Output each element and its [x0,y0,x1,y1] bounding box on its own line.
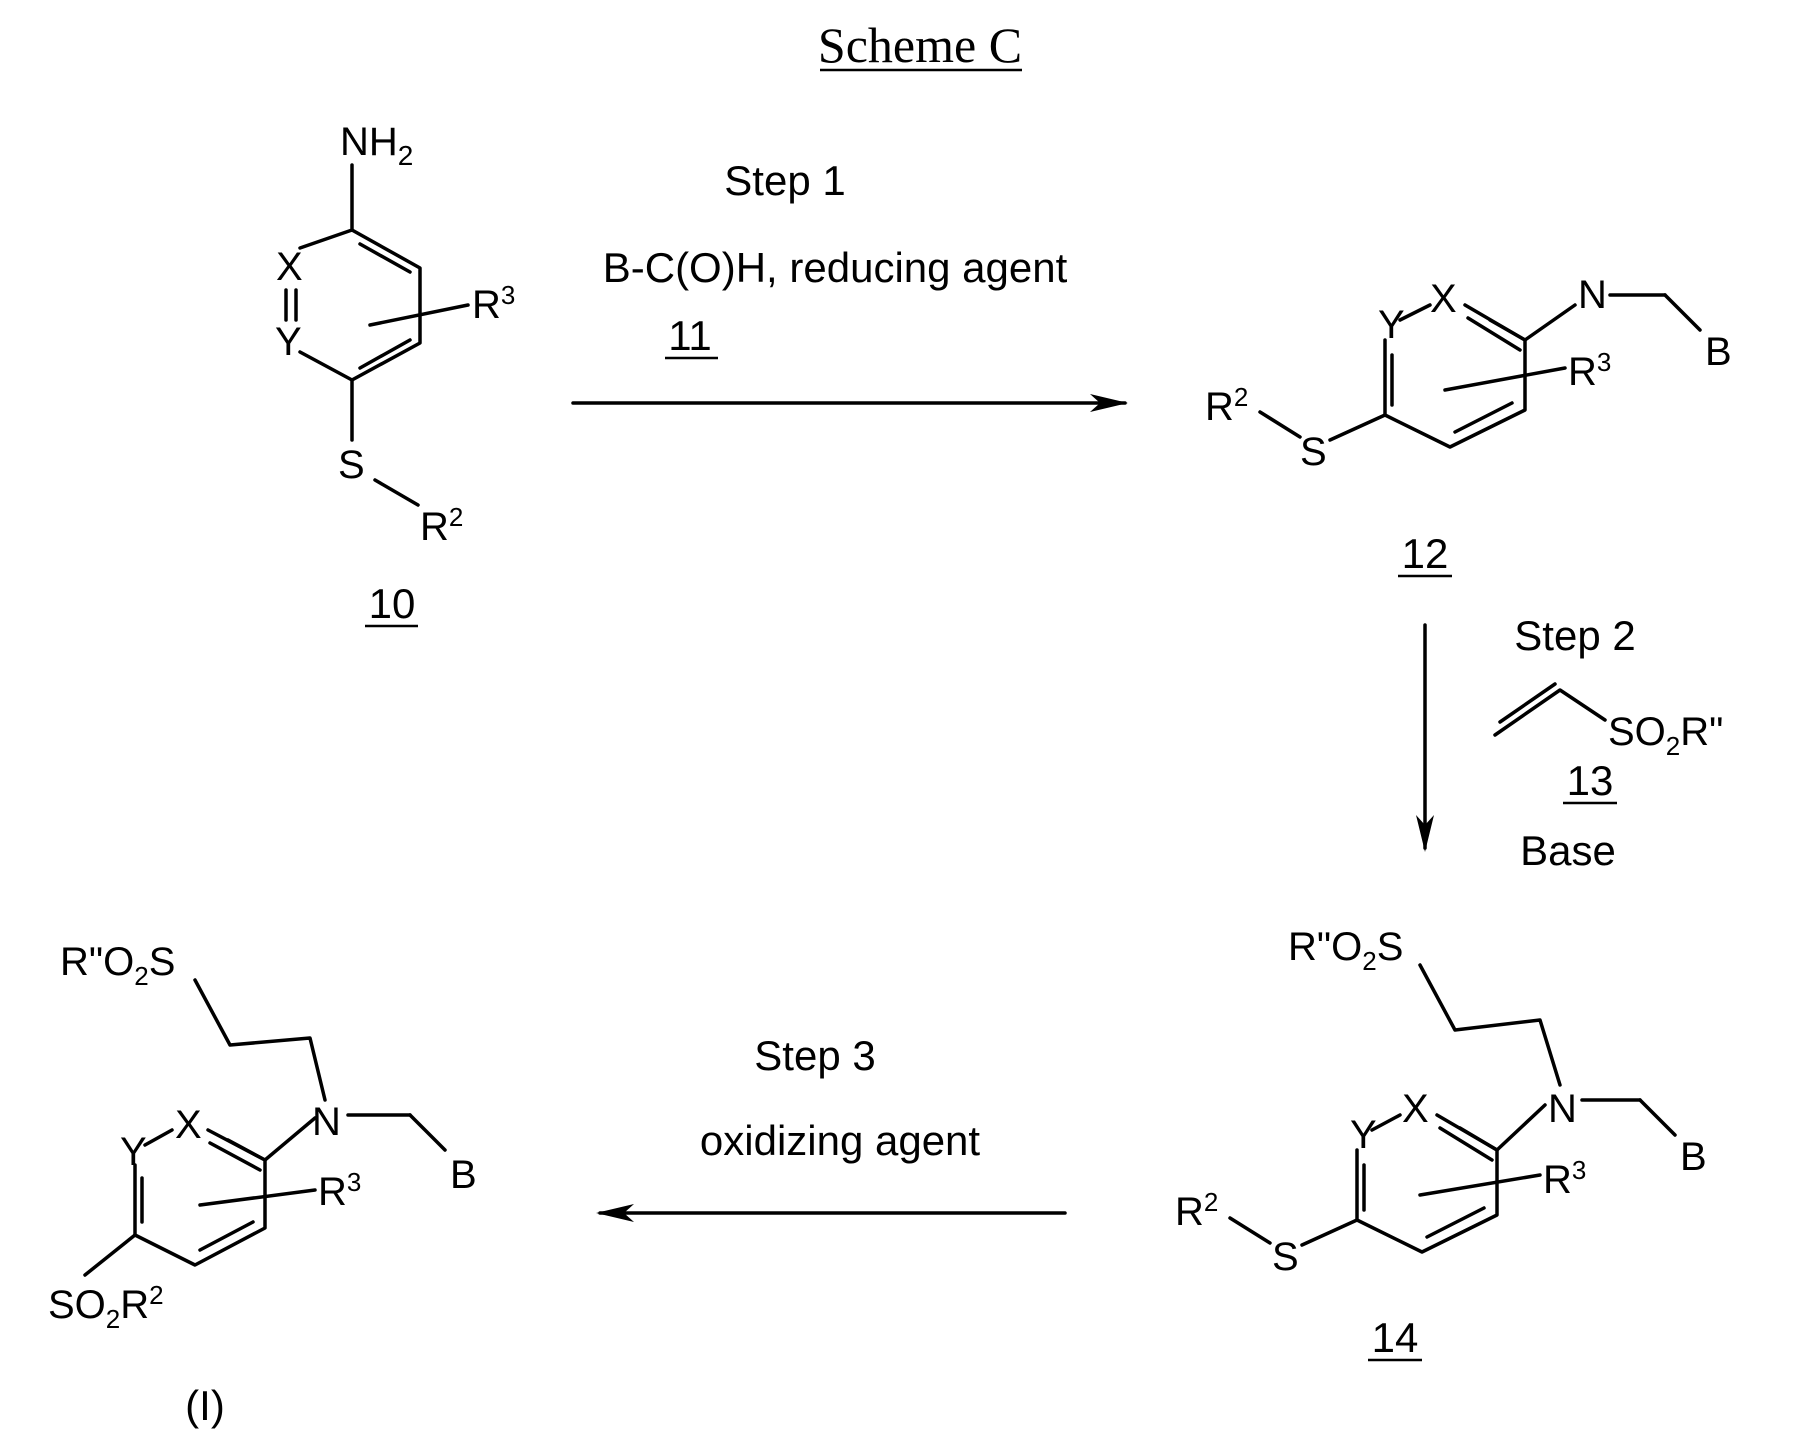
svg-text:R2: R2 [1175,1187,1218,1234]
svg-text:R3: R3 [1568,347,1611,394]
step2-base: Base [1520,827,1616,874]
compound-10: NH2 X Y R3 S R2 10 [275,120,515,627]
svg-text:S: S [1300,430,1327,474]
product-I: R"O2S N B Y X R3 SO2R2 (I) [48,940,477,1429]
svg-text:R2: R2 [1205,382,1248,429]
svg-text:Y: Y [1378,303,1405,347]
svg-text:Y: Y [120,1130,147,1174]
compound-14: R"O2S N B R2 S Y X R3 14 [1175,925,1707,1361]
step3-label: Step 3 [754,1032,875,1079]
step1-reagent: B-C(O)H, reducing agent [603,244,1068,291]
svg-text:R3: R3 [318,1167,361,1214]
r3-label: R3 [472,280,515,327]
reagent-13-so2r: SO2R" [1608,710,1723,761]
svg-text:R"O2S: R"O2S [60,940,175,991]
step3-reagent: oxidizing agent [700,1117,981,1164]
compound-12: R2 S Y X R3 N B 12 [1205,273,1732,577]
compound-number-10: 10 [369,580,416,627]
svg-text:R3: R3 [1543,1155,1586,1202]
atom-X: X [276,245,303,289]
svg-text:S: S [1272,1235,1299,1279]
svg-text:N: N [1548,1087,1577,1131]
svg-text:B: B [1705,330,1732,374]
compound-number-14: 14 [1372,1314,1419,1361]
svg-text:X: X [1402,1087,1429,1131]
svg-text:X: X [175,1103,202,1147]
nh2-label: NH2 [340,120,413,171]
compound-number-12: 12 [1402,530,1449,577]
svg-text:B: B [450,1153,477,1197]
svg-text:SO2R2: SO2R2 [48,1280,164,1334]
svg-text:R"O2S: R"O2S [1288,925,1403,976]
svg-text:Y: Y [1350,1113,1377,1157]
r2-label: R2 [420,502,463,549]
atom-S: S [338,443,365,487]
svg-text:X: X [1430,277,1457,321]
svg-text:B: B [1680,1135,1707,1179]
step1-reagent-number: 11 [668,312,712,359]
atom-Y: Y [275,320,302,364]
scheme-title: Scheme C [818,17,1022,73]
step-1: Step 1 B-C(O)H, reducing agent 11 [573,157,1128,412]
svg-text:N: N [1578,273,1607,317]
product-label: (I) [185,1382,225,1429]
step-3: Step 3 oxidizing agent [596,1032,1065,1222]
step1-label: Step 1 [724,157,845,204]
step2-label: Step 2 [1514,612,1635,659]
svg-text:N: N [312,1100,341,1144]
step2-reagent-number: 13 [1567,757,1614,804]
step-2: Step 2 SO2R" 13 Base [1416,612,1723,874]
